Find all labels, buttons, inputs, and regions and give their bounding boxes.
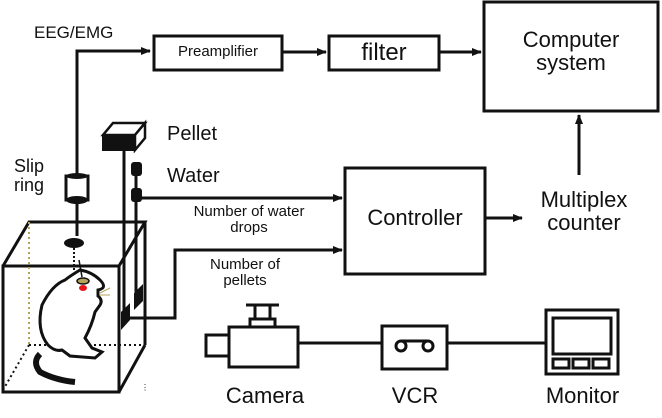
multiplex-line2: counter <box>547 210 621 236</box>
cage-dots: ⋮ <box>141 383 149 392</box>
filter-box <box>327 34 441 72</box>
camera-icon <box>204 303 300 369</box>
filter-label: filter <box>361 39 407 66</box>
computer-system-label: Computer system <box>484 28 658 74</box>
monitor-label: Monitor <box>545 383 620 408</box>
water-bottle-icon <box>131 162 142 292</box>
pellet-label: Pellet <box>167 123 218 145</box>
computer-line1: Computer <box>522 27 620 52</box>
multiplex-line1: Multiplex <box>540 187 628 212</box>
computer-system-box <box>482 0 660 113</box>
slip-line2: ring <box>14 174 45 195</box>
monitor-icon <box>544 308 620 376</box>
slip-line1: Slip <box>14 156 45 176</box>
pellets-line1: Number of <box>209 256 281 273</box>
preamplifier-box <box>152 34 284 72</box>
water-label: Water <box>167 165 220 187</box>
pellet-dispenser-icon <box>100 119 148 322</box>
computer-line2: system <box>536 50 606 76</box>
water-drops-label: Number of water drops <box>164 204 334 236</box>
controller-label: Controller <box>367 205 463 230</box>
preamplifier-label: Preamplifier <box>177 43 259 60</box>
animal-cage <box>1 220 148 394</box>
vcr-label: VCR <box>391 383 439 408</box>
multiplex-counter-label: Multiplex counter <box>524 188 644 234</box>
eeg-emg-label: EEG/EMG <box>34 23 114 42</box>
camera-label: Camera <box>225 383 305 408</box>
water-drops-line1: Number of water <box>193 203 305 220</box>
rat-icon <box>33 259 111 385</box>
slip-ring-label: Slip ring <box>14 157 44 195</box>
pellets-label: Number of pellets <box>190 257 300 289</box>
vcr-icon <box>380 324 449 371</box>
pellets-line2: pellets <box>223 271 267 289</box>
water-drops-line2: drops <box>230 218 268 236</box>
pellet-feeder-plate <box>121 303 130 330</box>
eeg-signal-line <box>75 47 151 176</box>
pellets-arrow <box>130 246 343 320</box>
slip-ring-icon <box>64 173 90 248</box>
water-feeder-plate <box>134 284 143 310</box>
controller-box <box>343 166 487 276</box>
